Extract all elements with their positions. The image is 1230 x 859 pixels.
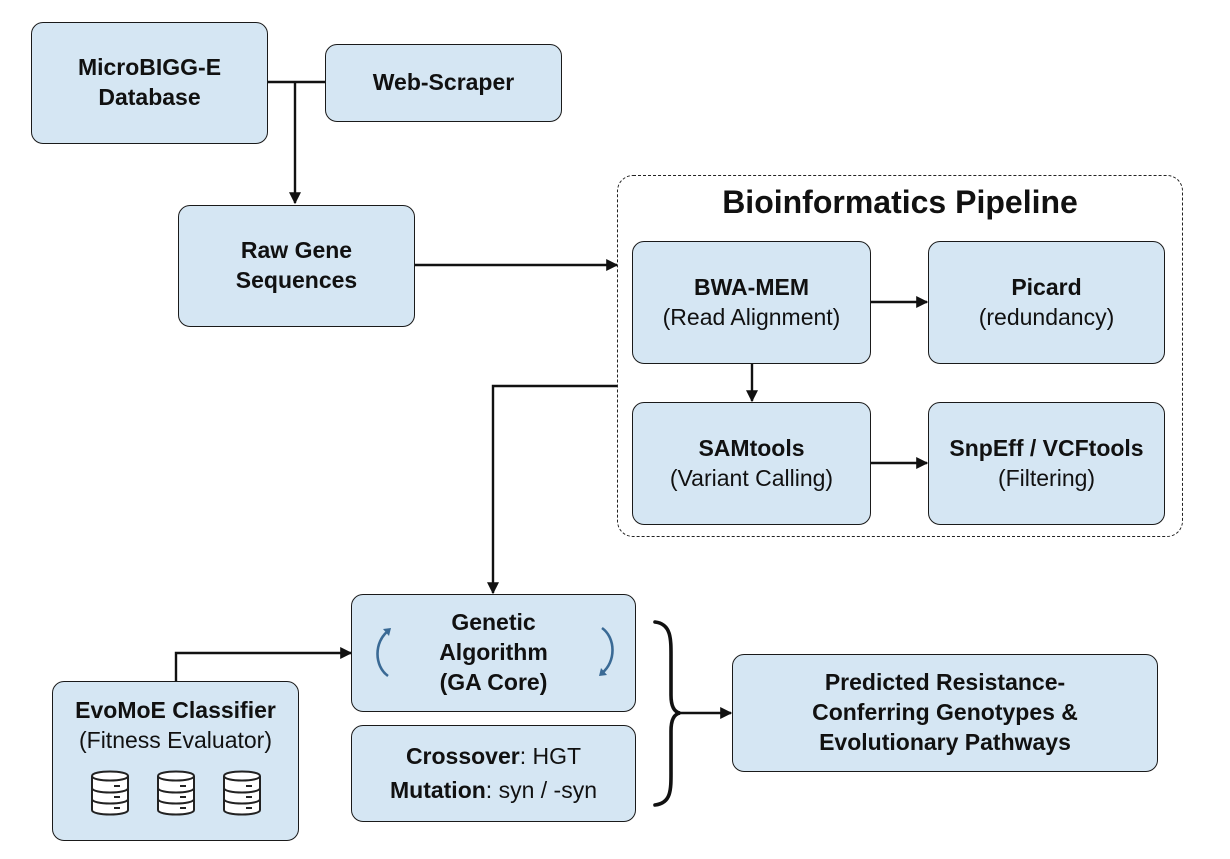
samtools-box: SAMtools (Variant Calling) xyxy=(632,402,871,525)
bioinformatics-pipeline-group xyxy=(617,175,1183,537)
curly-brace xyxy=(653,620,681,807)
ga-operators-box: Crossover: HGT Mutation: syn / -syn xyxy=(351,725,636,822)
predicted-line3: Evolutionary Pathways xyxy=(819,728,1071,755)
mutation-row: Mutation: syn / -syn xyxy=(390,774,597,807)
snpeff-title: SnpEff / VCFtools xyxy=(949,434,1144,461)
bwa-title: BWA-MEM xyxy=(694,273,809,300)
predicted-line2: Conferring Genotypes & xyxy=(812,699,1078,726)
evomoe-classifier-box: EvoMoE Classifier (Fitness Evaluator) xyxy=(52,681,299,841)
database-icons xyxy=(90,768,262,818)
bwa-mem-box: BWA-MEM (Read Alignment) xyxy=(632,241,871,364)
genetic-algorithm-box: Genetic Algorithm (GA Core) xyxy=(351,594,636,712)
ga-line2: Algorithm xyxy=(439,639,548,666)
crossover-row: Crossover: HGT xyxy=(406,740,581,773)
microbigg-line1: MicroBIGG-E xyxy=(77,54,222,81)
database-icon xyxy=(156,770,195,816)
raw-line2: Sequences xyxy=(235,267,358,293)
database-icon xyxy=(90,770,129,816)
picard-box: Picard (redundancy) xyxy=(928,241,1165,364)
evomoe-title: EvoMoE Classifier xyxy=(75,697,276,723)
samtools-title: SAMtools xyxy=(698,434,805,461)
cycle-arrow-icon xyxy=(376,628,391,678)
cycle-arrow-icon xyxy=(599,626,614,676)
web-scraper-label: Web-Scraper xyxy=(372,69,515,96)
mutation-label: Mutation xyxy=(389,776,486,803)
crossover-label: Crossover xyxy=(405,743,520,770)
predicted-genotypes-box: Predicted Resistance- Conferring Genotyp… xyxy=(732,654,1158,772)
crossover-value: : HGT xyxy=(519,743,582,770)
picard-sub: (redundancy) xyxy=(978,303,1115,330)
predicted-line1: Predicted Resistance- xyxy=(824,669,1066,696)
microbigg-database-box: MicroBIGG-E Database xyxy=(31,22,268,144)
arrow-pipeline-to-ga xyxy=(487,384,617,595)
pipeline-title: Bioinformatics Pipeline xyxy=(722,184,1078,220)
samtools-sub: (Variant Calling) xyxy=(669,464,834,491)
web-scraper-box: Web-Scraper xyxy=(325,44,562,122)
snpeff-vcftools-box: SnpEff / VCFtools (Filtering) xyxy=(928,402,1165,525)
raw-gene-sequences-box: Raw Gene Sequences xyxy=(178,205,415,327)
microbigg-line2: Database xyxy=(98,84,201,110)
snpeff-sub: (Filtering) xyxy=(997,464,1096,491)
ga-line1: Genetic xyxy=(451,609,536,636)
arrow-evomoe-to-ga xyxy=(174,647,353,681)
database-icon xyxy=(222,770,261,816)
evomoe-sub: (Fitness Evaluator) xyxy=(78,726,272,753)
bwa-sub: (Read Alignment) xyxy=(662,303,841,330)
picard-title: Picard xyxy=(1011,273,1082,300)
ga-line3: (GA Core) xyxy=(439,668,548,695)
mutation-value: : syn / -syn xyxy=(485,776,597,803)
raw-line1: Raw Gene xyxy=(240,237,353,264)
